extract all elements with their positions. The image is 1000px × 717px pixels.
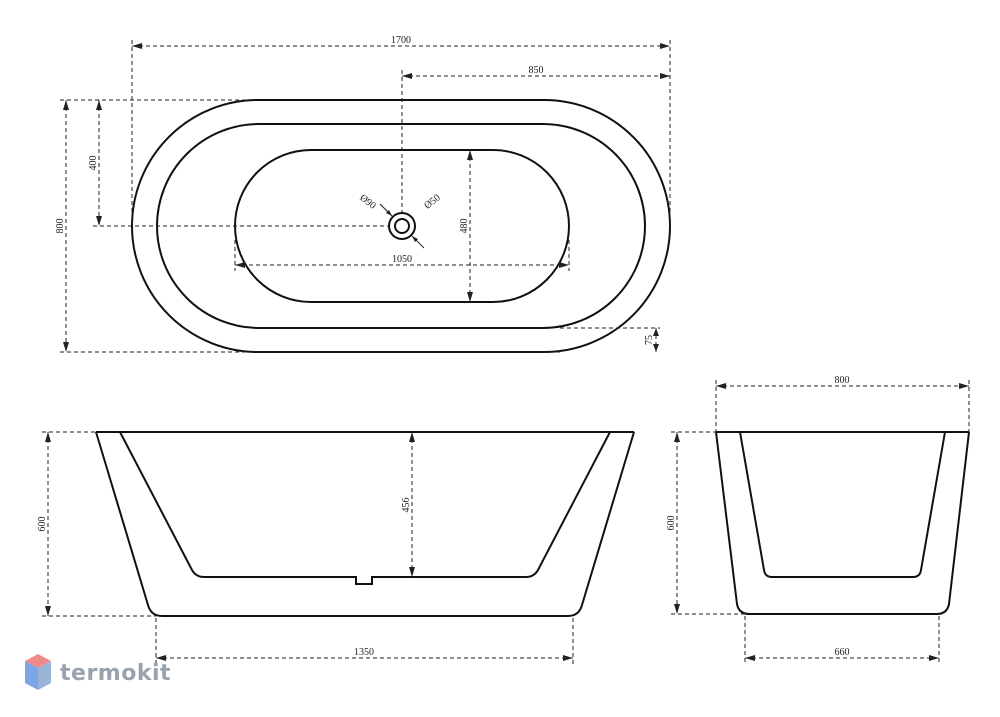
dim-side-base-width: 660 — [835, 647, 850, 658]
termokit-logo-icon — [25, 654, 51, 690]
side-view-inner-profile — [739, 431, 946, 578]
side-view-outer-profile — [715, 431, 970, 615]
watermark-text: termokit — [60, 661, 171, 686]
dim-drain-outer: Ø90 — [357, 192, 377, 211]
dim-half-length: 850 — [529, 65, 544, 76]
front-view-outer-profile — [95, 431, 635, 617]
dim-side-height: 600 — [666, 516, 677, 531]
dim-side-top-width: 800 — [835, 375, 850, 386]
top-view-inner-rim — [156, 123, 646, 329]
dim-overall-width: 800 — [55, 219, 66, 234]
watermark: termokit — [25, 654, 171, 690]
dim-overall-length: 1700 — [391, 35, 411, 46]
top-view: 1700 850 800 400 1050 480 — [55, 35, 671, 353]
dim-inner-depth: 456 — [401, 498, 412, 513]
dim-basin-width: 480 — [459, 219, 470, 234]
front-view: 600 456 1350 — [37, 431, 635, 664]
dim-basin-length: 1050 — [392, 254, 412, 265]
side-view: 800 600 660 — [666, 375, 970, 664]
dim-half-width: 400 — [88, 156, 99, 171]
dim-base-length: 1350 — [354, 647, 374, 658]
dim-drain-inner: Ø50 — [422, 192, 442, 211]
dim-rim: 75 — [644, 335, 655, 345]
dim-front-height: 600 — [37, 517, 48, 532]
front-view-inner-profile — [119, 431, 611, 585]
